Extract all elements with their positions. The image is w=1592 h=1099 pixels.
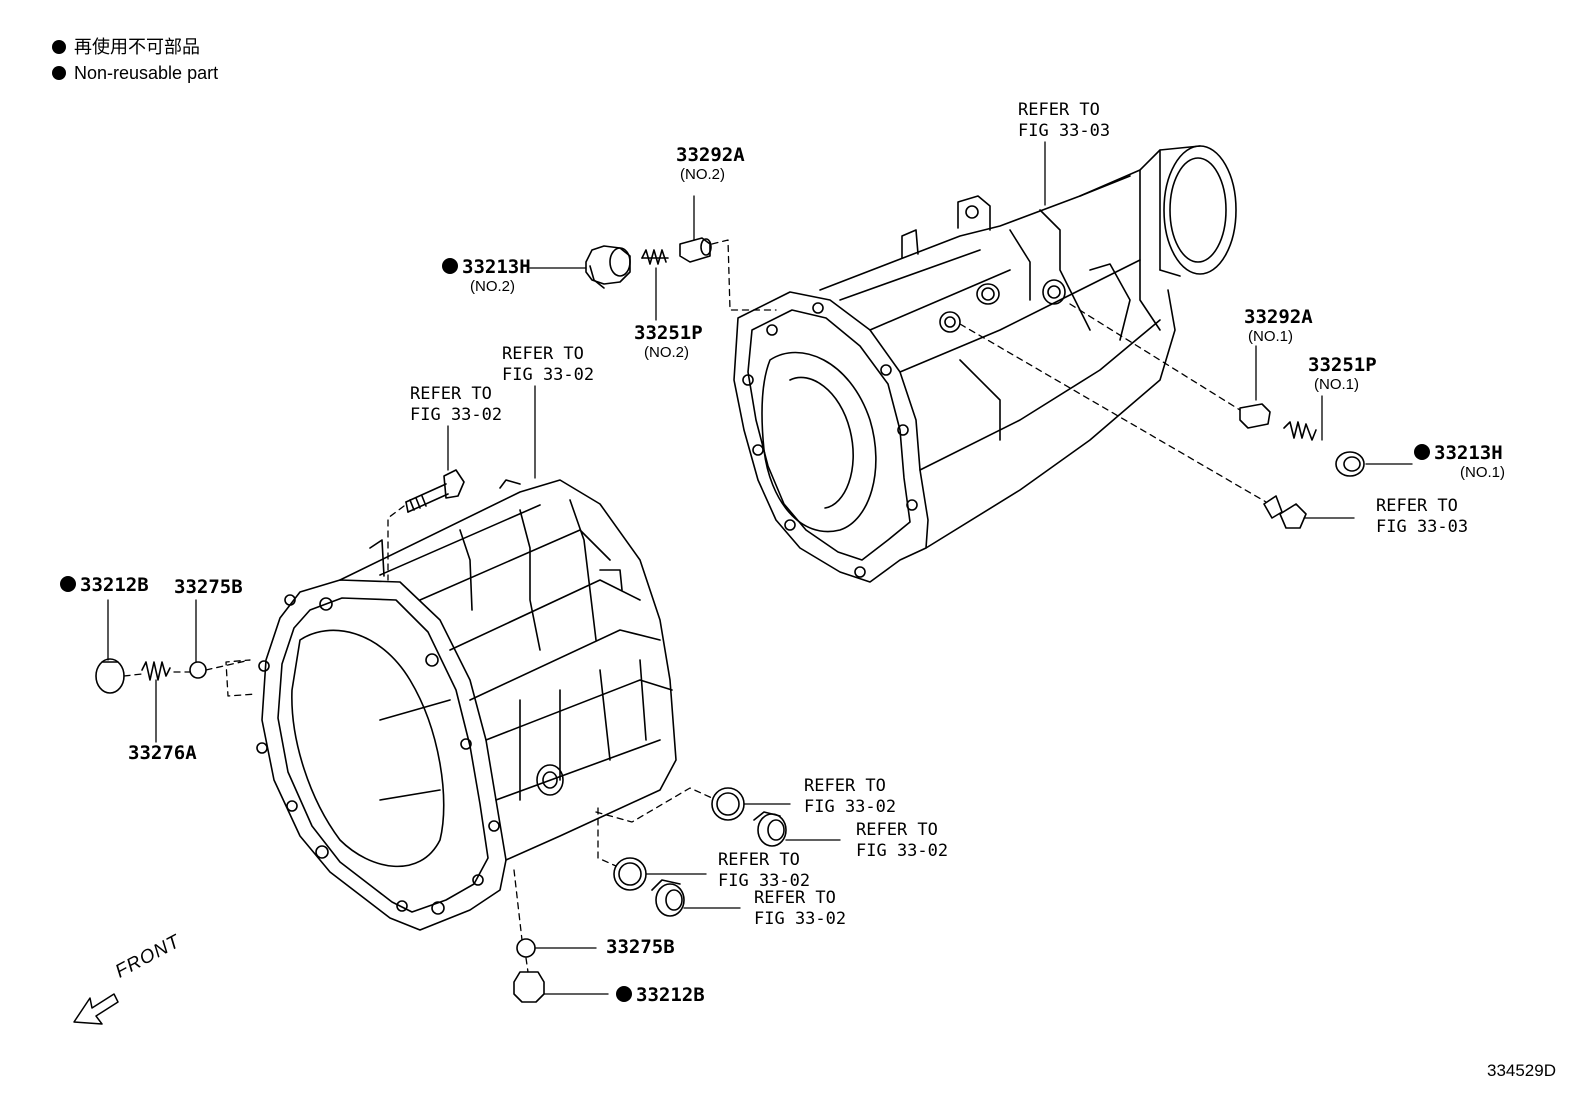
label-33212b-bottom: 33212B (616, 984, 705, 1006)
label-33251p-no2: 33251P (634, 322, 703, 344)
label-33251p-no2-sub: (NO.2) (644, 344, 689, 361)
refer-line-2: FIG 33-02 (804, 797, 897, 817)
label-33212b-left-text: 33212B (80, 574, 149, 596)
refer-fig-33-02-plug-1: REFER TO FIG 33-02 (856, 820, 948, 862)
label-33292a-no2: 33292A (676, 144, 745, 166)
refer-fig-33-02-housing: REFER TO FIG 33-02 (502, 344, 594, 386)
non-reusable-dot-icon (1414, 444, 1430, 460)
label-33213h-no1: 33213H (1414, 442, 1503, 464)
refer-line-1: REFER TO (856, 820, 938, 840)
label-33251p-no1: 33251P (1308, 354, 1377, 376)
refer-fig-33-02-bolt: REFER TO FIG 33-02 (410, 384, 502, 426)
non-reusable-dot-icon (52, 66, 66, 80)
non-reusable-dot-icon (52, 40, 66, 54)
refer-fig-33-02-gasket-1: REFER TO FIG 33-02 (804, 776, 896, 818)
refer-line-1: REFER TO (754, 888, 836, 908)
spring-33276a (141, 661, 171, 681)
legend-non-reusable-jp: 再使用不可部品 (52, 36, 200, 58)
plug-1 (753, 811, 787, 847)
label-33212b-bottom-text: 33212B (636, 984, 705, 1006)
plug-33213h-no2 (585, 245, 631, 289)
refer-fig-33-03-bolt: REFER TO FIG 33-03 (1376, 496, 1468, 538)
figure-id: 334529D (1486, 1061, 1556, 1080)
refer-line-1: REFER TO (718, 850, 800, 870)
refer-line-1: REFER TO (1376, 496, 1458, 516)
plug-33212b-left (95, 658, 125, 694)
front-arrow-icon (73, 993, 119, 1025)
label-33213h-no2-sub: (NO.2) (470, 278, 515, 295)
refer-line-2: FIG 33-02 (718, 871, 811, 891)
ball-33275b-left (189, 661, 207, 679)
label-33275b-bottom: 33275B (606, 936, 675, 958)
refer-line-2: FIG 33-02 (754, 909, 847, 929)
refer-line-1: REFER TO (410, 384, 492, 404)
non-reusable-dot-icon (616, 986, 632, 1002)
refer-line-2: FIG 33-02 (410, 405, 503, 425)
label-33292a-no1-sub: (NO.1) (1248, 328, 1293, 345)
transmission-case (256, 479, 677, 931)
refer-line-1: REFER TO (1018, 100, 1100, 120)
label-33213h-no2: 33213H (442, 256, 531, 278)
refer-line-2: FIG 33-03 (1018, 121, 1111, 141)
refer-fig-33-02-gasket-2: REFER TO FIG 33-02 (718, 850, 810, 892)
label-33292a-no1: 33292A (1244, 306, 1313, 328)
refer-line-1: REFER TO (804, 776, 886, 796)
non-reusable-dot-icon (60, 576, 76, 592)
refer-line-1: REFER TO (502, 344, 584, 364)
label-33213h-no2-text: 33213H (462, 256, 531, 278)
extension-housing (733, 145, 1237, 583)
non-reusable-dot-icon (442, 258, 458, 274)
refer-line-2: FIG 33-02 (502, 365, 595, 385)
label-33275b-left: 33275B (174, 576, 243, 598)
label-33213h-no1-text: 33213H (1434, 442, 1503, 464)
legend-non-reusable-en: Non-reusable part (52, 62, 218, 84)
label-33251p-no1-sub: (NO.1) (1314, 376, 1359, 393)
refer-fig-33-03-top: REFER TO FIG 33-03 (1018, 100, 1110, 142)
label-33292a-no2-sub: (NO.2) (680, 166, 725, 183)
plug-2 (651, 879, 685, 917)
plunger-33292a-no1 (1239, 403, 1271, 429)
bolt-fig-33-03 (1263, 495, 1307, 529)
spring-33251p-no1 (1283, 421, 1317, 441)
label-33212b-left: 33212B (60, 574, 149, 596)
leader-lines (107, 141, 1413, 995)
refer-fig-33-02-plug-2: REFER TO FIG 33-02 (754, 888, 846, 930)
legend-jp-text: 再使用不可部品 (74, 37, 200, 57)
refer-line-2: FIG 33-02 (856, 841, 949, 861)
label-33276a: 33276A (128, 742, 197, 764)
ball-33275b-bottom (516, 938, 536, 958)
plug-33213h-no1 (1335, 451, 1365, 477)
plug-33212b-bottom (513, 971, 545, 1003)
bolt-fig-33-02 (405, 469, 465, 513)
gasket-1 (711, 787, 745, 821)
spring-33251p-no2 (641, 249, 669, 265)
legend-en-text: Non-reusable part (74, 63, 219, 83)
assembly-lines (123, 239, 1267, 973)
plunger-33292a-no2 (679, 237, 712, 263)
gasket-2 (613, 857, 647, 891)
label-33213h-no1-sub: (NO.1) (1460, 464, 1505, 481)
refer-line-2: FIG 33-03 (1376, 517, 1469, 537)
